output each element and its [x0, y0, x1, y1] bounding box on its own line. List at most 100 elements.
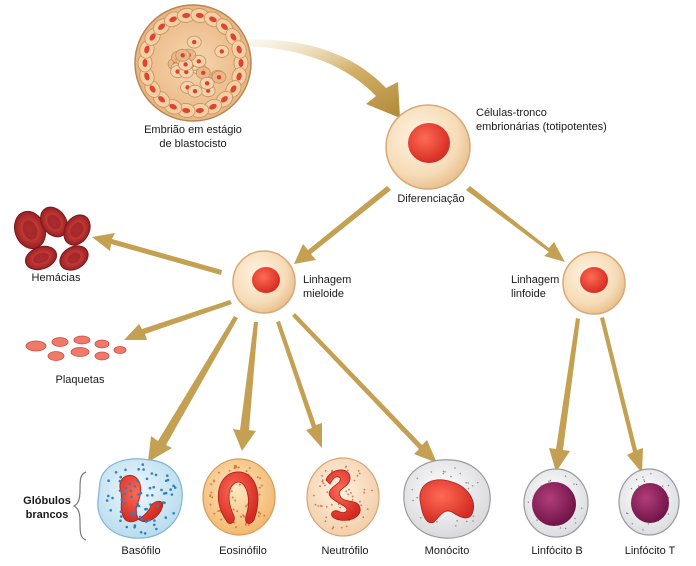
embryo-cell-nucleus [238, 59, 244, 67]
t-lymphocyte-granule [625, 512, 628, 514]
neutrophil-granule [351, 498, 354, 501]
neutrophil-granule [340, 526, 343, 529]
eosinophil-granule [210, 491, 213, 494]
embryo-cell-nucleus [236, 72, 242, 81]
t-lymphocyte-granule [643, 480, 646, 483]
eosinophil-granule [261, 484, 264, 487]
b-lymphocyte-granule [559, 527, 562, 529]
myeloid-to-eosinophil-arrow [233, 322, 258, 451]
basophil-granule [166, 478, 170, 482]
neutrophil-granule [351, 495, 354, 498]
neutrophil-granule [332, 526, 335, 529]
monocyte-granule [465, 520, 468, 523]
neutrophil-granule [325, 516, 328, 519]
basophil-granule [111, 496, 114, 500]
basophil-granule [152, 485, 155, 489]
lymphoid-label-line2: linfoide [511, 288, 546, 300]
eosinophil-granule [245, 470, 248, 473]
monocyte-granule [455, 525, 457, 527]
basophil-granule [137, 468, 140, 471]
monocyte-granule [416, 477, 419, 480]
neutrophil-granule [347, 493, 350, 496]
embryo-cell-nucleus [149, 33, 156, 41]
neutrophil-granule [350, 492, 352, 494]
neutrophil-granule [345, 490, 348, 493]
basophil-granule [119, 515, 123, 518]
embryo-cell-nucleus [182, 107, 191, 114]
basophil-granule [139, 491, 143, 495]
embryo-cell-nucleus [201, 70, 206, 76]
embryo-cell-nucleus [158, 23, 166, 30]
eosinophil-granule [210, 483, 213, 486]
embryo-cell-nucleus [195, 107, 204, 114]
t-lymphocyte-granule [631, 523, 633, 525]
monocyte-granule [416, 496, 419, 499]
basophil-granule [143, 532, 147, 535]
eosinophil-granule [237, 466, 240, 469]
embryo-cell-nucleus [192, 89, 198, 94]
eosinophil-granule [238, 483, 241, 486]
basophil-granule [129, 489, 133, 493]
basophil-granule [105, 499, 109, 502]
monocyte-granule [444, 471, 446, 473]
basophil-granule [150, 472, 154, 475]
t-lymphocyte-granule [637, 485, 640, 487]
basophil-granule [136, 479, 139, 482]
t-lymphocyte-granule [642, 476, 644, 478]
neutrophil-granule [320, 505, 323, 507]
basophil-granule [107, 479, 110, 483]
basophil-granule [137, 504, 141, 508]
basophil-granule [107, 494, 110, 498]
t-lymphocyte-granule [635, 478, 638, 481]
neutrophil-granule [337, 503, 340, 506]
red-blood-cells [13, 206, 91, 271]
neutrophil-granule [345, 465, 348, 468]
stem-cell-label-line1: Células-tronco [476, 107, 547, 119]
t-lymphocyte-granule [647, 523, 649, 525]
embryo-cell-nucleus [216, 75, 222, 80]
b-lymphocyte-granule [549, 479, 552, 482]
embryo-cell-nucleus [220, 96, 228, 103]
monocyte-granule [442, 470, 445, 473]
eosinophil-granule [247, 523, 250, 526]
monocyte-granule [412, 499, 414, 502]
neutrophil-cell [306, 457, 380, 537]
embryo-cell-nucleus [142, 59, 148, 67]
eosinophil-granule [218, 471, 221, 474]
eosinophil-granule [244, 505, 247, 508]
myeloid-progenitor-cell [232, 250, 296, 314]
neutrophil-granule [357, 470, 360, 472]
basophil-granule [142, 468, 145, 471]
neutrophil-granule [363, 488, 366, 491]
eosinophil-granule [217, 510, 220, 513]
basophil-granule [125, 525, 129, 529]
basophil-granule [169, 488, 172, 491]
monocyte-granule [471, 485, 474, 487]
red-cells-label: Hemácias [31, 272, 81, 284]
t-lymphocyte-granule [667, 484, 670, 487]
eosinophil-granule [243, 515, 246, 518]
basophil-cell [97, 458, 183, 539]
monocyte-label: Monócito [424, 545, 470, 557]
platelets [25, 335, 127, 361]
t-lymphocyte-granule [662, 485, 664, 487]
basophil-granule [119, 510, 123, 513]
basophil-granule [118, 479, 122, 483]
neutrophil-granule [362, 516, 365, 519]
neutrophil-granule [321, 480, 324, 483]
neutrophil-granule [371, 489, 373, 492]
monocyte-granule [476, 481, 479, 484]
myeloid-to-basophil-arrow [148, 316, 238, 462]
basophil-granule [145, 520, 148, 523]
eosinophil-granule [213, 480, 216, 483]
b-lymphocyte-granule [581, 507, 583, 509]
basophil-granule [120, 498, 124, 501]
monocyte-granule [454, 467, 456, 469]
monocyte-granule [442, 472, 445, 475]
stem-cell-label-line2: embrionárias (totipotentes) [476, 121, 607, 133]
monocyte-granule [450, 475, 452, 478]
basophil-granule [109, 509, 112, 512]
monocyte-granule [459, 472, 462, 475]
lymphoid-to-t-arrow [600, 317, 643, 473]
embryo-to-stem-arrow [238, 39, 400, 118]
